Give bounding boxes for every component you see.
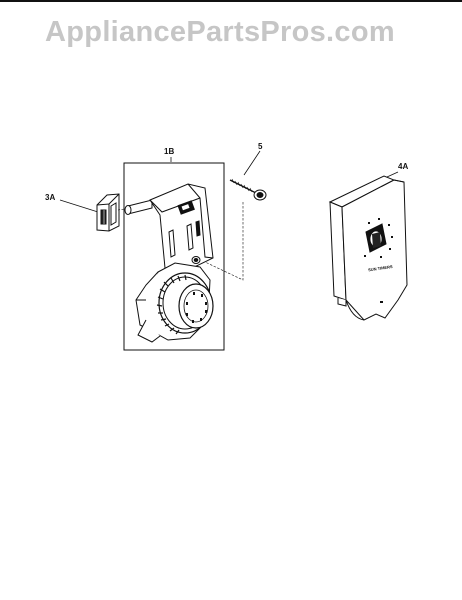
part-4a-front-panel bbox=[328, 175, 408, 321]
label-3a: 3A bbox=[45, 193, 55, 202]
label-1b: 1B bbox=[164, 147, 174, 156]
label-5: 5 bbox=[258, 142, 263, 151]
assembly-frame-1b bbox=[123, 162, 225, 351]
part-3a-clip bbox=[96, 193, 120, 232]
leader-3a bbox=[59, 199, 99, 213]
housing-foot bbox=[137, 319, 161, 343]
top-border-line bbox=[0, 0, 462, 2]
panel-label-text: SUN TIMERS bbox=[368, 264, 393, 272]
label-4a: 4A bbox=[398, 162, 408, 171]
hidden-line-5 bbox=[204, 202, 244, 281]
part-1b-timer-assembly bbox=[124, 183, 214, 341]
panel-dial-marks bbox=[364, 218, 393, 258]
leader-5 bbox=[243, 150, 261, 176]
dial-knurl-ticks bbox=[156, 274, 187, 335]
dial-numeral-marks bbox=[186, 292, 207, 323]
part-5-screw bbox=[229, 178, 267, 201]
watermark-text: AppliancePartsPros.com bbox=[45, 16, 395, 48]
